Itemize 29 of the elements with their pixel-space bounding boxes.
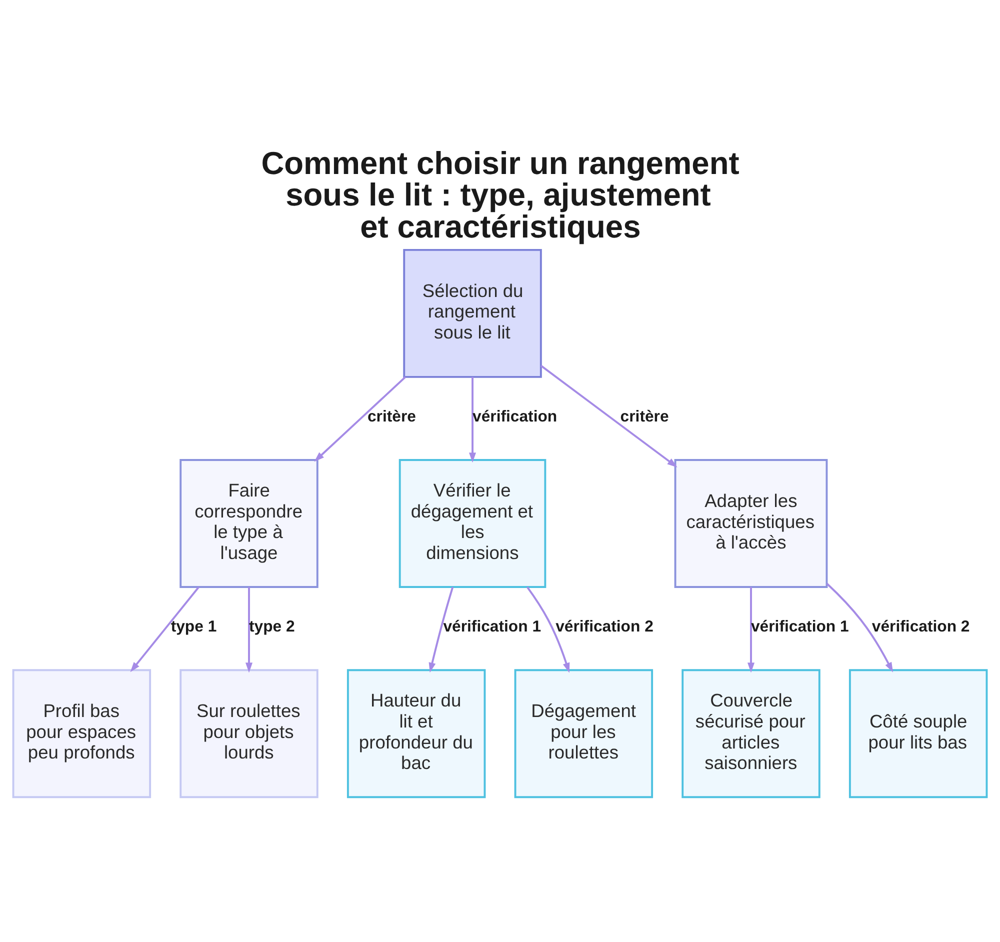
diagram-title: Comment choisir un rangement sous le lit : type, ajustement et caractéristiques [261, 144, 740, 244]
edge-label: vérification 2 [556, 618, 654, 636]
edge-label: vérification 1 [751, 618, 849, 636]
node-box: Sélection du rangement sous le lit [403, 248, 542, 378]
node-box: Faire correspondre le type à l'usage [180, 459, 318, 588]
arrow [526, 586, 570, 673]
edge-label: vérification [472, 408, 558, 426]
arrow [826, 582, 894, 672]
edge-label: vérification 2 [872, 618, 970, 636]
edge-label: critère [620, 408, 669, 426]
arrow [540, 364, 678, 468]
arrow [469, 376, 476, 463]
edge-label: type 1 [170, 618, 217, 636]
edge-label: type 2 [249, 618, 295, 636]
arrow [245, 587, 253, 673]
edge-label: critère [367, 408, 416, 426]
node-box: Vérifier le dégagement et les dimensions [398, 459, 546, 588]
node-box: Sur roulettes pour objets lourds [180, 669, 318, 798]
arrow [428, 586, 454, 673]
node-box: Hauteur du lit et profondeur du bac [346, 669, 486, 798]
node-box: Côté souple pour lits bas [848, 669, 988, 798]
arrow [747, 587, 755, 673]
node-box: Adapter les caractéristiques à l'accès [674, 459, 828, 588]
edge-label: vérification 1 [443, 618, 542, 636]
node-box: Couvercle sécurisé pour articles saisonniers [682, 669, 820, 798]
arrow [130, 586, 200, 672]
node-box: Dégagement pour les roulettes [514, 669, 654, 798]
arrow [314, 376, 406, 462]
node-box: Profil bas pour espaces peu profonds [12, 669, 152, 798]
